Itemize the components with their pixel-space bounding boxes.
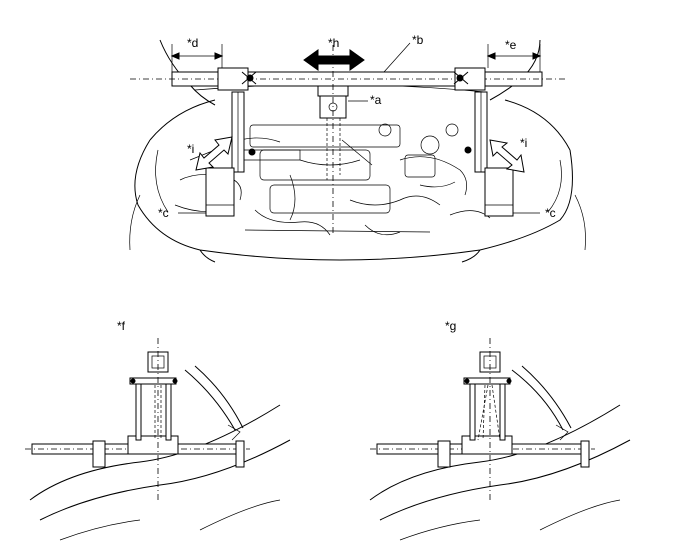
hanger-beam xyxy=(130,67,568,91)
side-view-f xyxy=(25,338,291,541)
callout-b: *b xyxy=(412,33,424,47)
lateral-adjust-arrow xyxy=(303,49,365,71)
callout-c-left: *c xyxy=(158,206,169,220)
callout-f: *f xyxy=(117,319,126,333)
hanger-legs xyxy=(205,91,514,217)
callout-e: *e xyxy=(505,38,517,52)
engine-compartment xyxy=(174,123,491,236)
dimension-e xyxy=(486,44,542,72)
callout-a: *a xyxy=(370,93,382,107)
center-hook xyxy=(317,45,373,235)
callout-i-left: *i xyxy=(187,142,194,156)
callout-g: *g xyxy=(445,319,456,333)
callout-i-right: *i xyxy=(520,136,527,150)
callout-h: *h xyxy=(328,36,339,50)
dimension-d xyxy=(170,44,224,72)
side-view-g xyxy=(369,338,631,541)
callout-c-right: *c xyxy=(545,206,556,220)
callout-d: *d xyxy=(187,36,198,50)
tilt-arrow-left xyxy=(195,136,233,171)
top-view-illustration xyxy=(129,39,586,263)
tilt-arrow-right xyxy=(489,139,525,173)
